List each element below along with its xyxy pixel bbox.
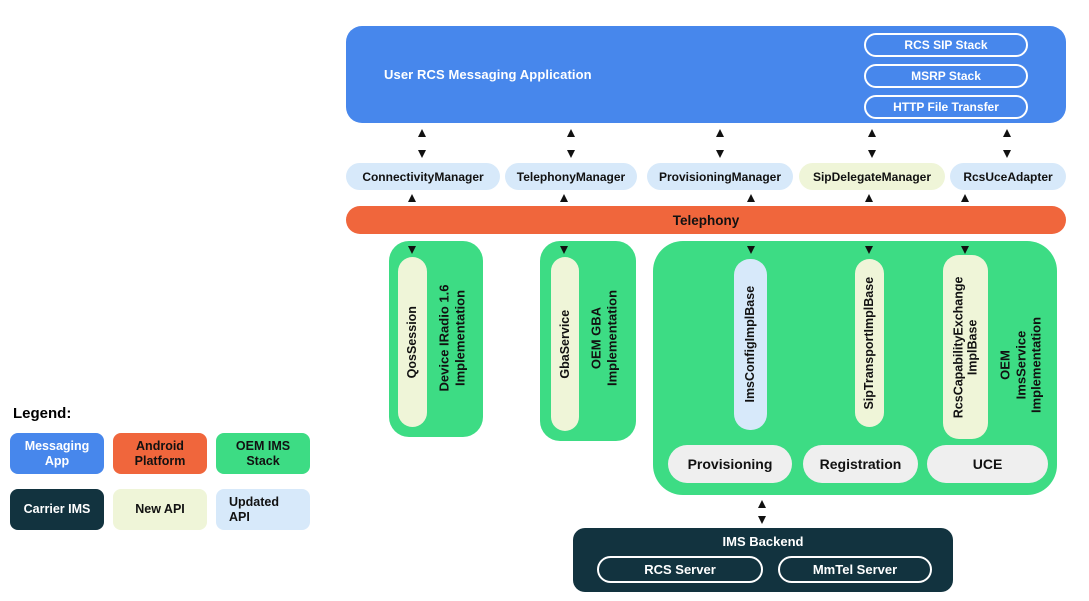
oem-gba-caption: OEM GBA Implementation bbox=[588, 289, 619, 387]
uce-pill: UCE bbox=[927, 445, 1048, 483]
arrow-down-icon bbox=[560, 246, 568, 254]
arrow-up-icon bbox=[868, 129, 876, 137]
arrow-up-icon bbox=[418, 129, 426, 137]
legend-new-api: New API bbox=[113, 489, 207, 530]
ims-backend-box: IMS Backend RCS Server MmTel Server bbox=[573, 528, 953, 592]
gba-service-pill: GbaService bbox=[551, 257, 579, 431]
sip-delegate-manager-pill: SipDelegateManager bbox=[799, 163, 945, 190]
rcs-capability-exchange-label: RcsCapabilityExchange ImplBase bbox=[951, 276, 980, 418]
telephony-manager-pill: TelephonyManager bbox=[505, 163, 637, 190]
ims-config-impl-base-pill: ImsConfigImplBase bbox=[734, 259, 767, 430]
rcs-uce-adapter-pill: RcsUceAdapter bbox=[950, 163, 1066, 190]
arrow-up-icon bbox=[560, 194, 568, 202]
arrow-up-icon bbox=[758, 500, 766, 508]
oem-imsservice-caption: OEM ImsService Implementation bbox=[997, 316, 1044, 414]
rcs-capability-exchange-pill: RcsCapabilityExchange ImplBase bbox=[943, 255, 988, 439]
telephony-bar: Telephony bbox=[346, 206, 1066, 234]
arrow-down-icon bbox=[1003, 150, 1011, 158]
provisioning-manager-pill: ProvisioningManager bbox=[647, 163, 793, 190]
qos-session-label: QosSession bbox=[405, 305, 420, 379]
arrow-down-icon bbox=[418, 150, 426, 158]
legend-android-platform: Android Platform bbox=[113, 433, 207, 474]
arrow-down-icon bbox=[868, 150, 876, 158]
device-iradio-caption: Device IRadio 1.6 Implementation bbox=[436, 284, 467, 392]
legend-carrier-ims: Carrier IMS bbox=[10, 489, 104, 530]
user-rcs-messaging-application-box: User RCS Messaging Application RCS SIP S… bbox=[346, 26, 1066, 123]
ims-config-impl-base-label: ImsConfigImplBase bbox=[743, 286, 758, 403]
arrow-down-icon bbox=[747, 246, 755, 254]
arrow-up-icon bbox=[865, 194, 873, 202]
http-file-transfer-pill: HTTP File Transfer bbox=[864, 95, 1028, 119]
sip-transport-impl-base-label: SipTransportImplBase bbox=[862, 276, 877, 410]
arrow-up-icon bbox=[567, 129, 575, 137]
legend-updated-api: Updated API bbox=[216, 489, 310, 530]
arrow-down-icon bbox=[961, 246, 969, 254]
app-stack-list: RCS SIP Stack MSRP Stack HTTP File Trans… bbox=[864, 33, 1028, 119]
arrow-up-icon bbox=[716, 129, 724, 137]
legend: Messaging App Android Platform OEM IMS S… bbox=[10, 433, 310, 530]
arrow-down-icon bbox=[567, 150, 575, 158]
rcs-sip-stack-pill: RCS SIP Stack bbox=[864, 33, 1028, 57]
sip-transport-impl-base-pill: SipTransportImplBase bbox=[855, 259, 884, 427]
arrow-up-icon bbox=[747, 194, 755, 202]
gba-service-label: GbaService bbox=[557, 309, 572, 379]
app-box-title: User RCS Messaging Application bbox=[384, 67, 592, 82]
mmtel-server-pill: MmTel Server bbox=[778, 556, 932, 583]
rcs-server-pill: RCS Server bbox=[597, 556, 763, 583]
connectivity-manager-pill: ConnectivityManager bbox=[346, 163, 500, 190]
legend-title: Legend: bbox=[13, 405, 72, 422]
arrow-down-icon bbox=[758, 516, 766, 524]
legend-messaging-app: Messaging App bbox=[10, 433, 104, 474]
qos-session-pill: QosSession bbox=[398, 257, 427, 427]
ims-backend-title: IMS Backend bbox=[722, 534, 804, 549]
provisioning-pill: Provisioning bbox=[668, 445, 792, 483]
msrp-stack-pill: MSRP Stack bbox=[864, 64, 1028, 88]
arrow-up-icon bbox=[1003, 129, 1011, 137]
arrow-down-icon bbox=[408, 246, 416, 254]
arrow-up-icon bbox=[408, 194, 416, 202]
arrow-down-icon bbox=[865, 246, 873, 254]
registration-pill: Registration bbox=[803, 445, 918, 483]
arrow-down-icon bbox=[716, 150, 724, 158]
arrow-up-icon bbox=[961, 194, 969, 202]
legend-oem-ims-stack: OEM IMS Stack bbox=[216, 433, 310, 474]
